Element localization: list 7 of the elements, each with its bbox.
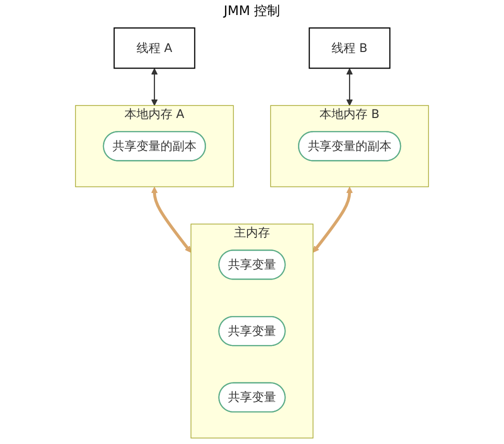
arrow xyxy=(151,186,192,253)
arrow xyxy=(151,68,158,106)
arrow xyxy=(346,68,353,106)
node-box: 线程 B xyxy=(308,27,390,69)
control-note: JMM 控制 xyxy=(224,4,280,19)
node-box: 线程 A xyxy=(114,27,196,69)
arrow xyxy=(312,186,353,253)
